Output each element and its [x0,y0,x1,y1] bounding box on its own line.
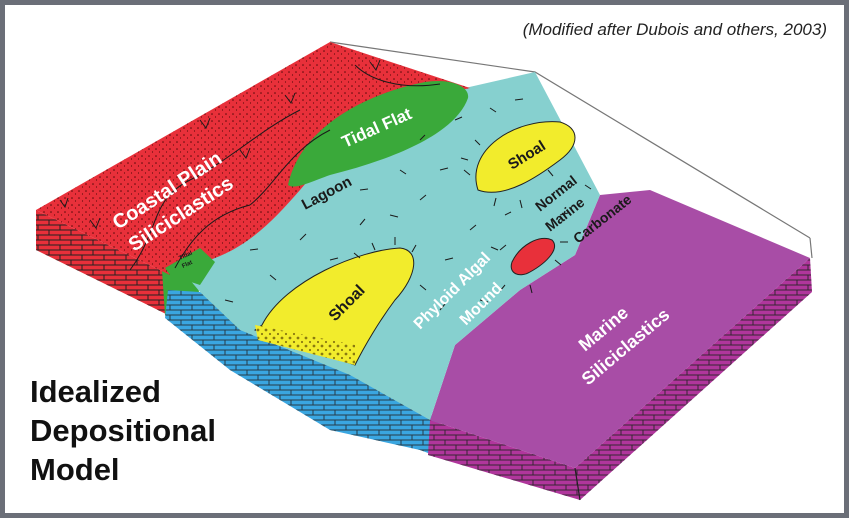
tidal-flat-zone [288,80,469,187]
tidal-flat-small-label-2: Flat [181,260,193,270]
lagoon-texture [224,98,592,311]
tidal-flat-small-label-1: Tidal [178,250,193,261]
title-line-1: Idealized [30,374,161,409]
source-credit: (Modified after Dubois and others, 2003) [522,20,827,39]
title-line-2: Depositional [30,413,217,448]
coastal-plain-texture [59,59,441,271]
upper-shoal [475,121,576,193]
title-line-3: Model [30,452,120,487]
marine-siliciclastics-zone [430,190,810,468]
diagram-title: Idealized Depositional Model [30,372,216,489]
phylloid-algal-mound [510,238,555,276]
